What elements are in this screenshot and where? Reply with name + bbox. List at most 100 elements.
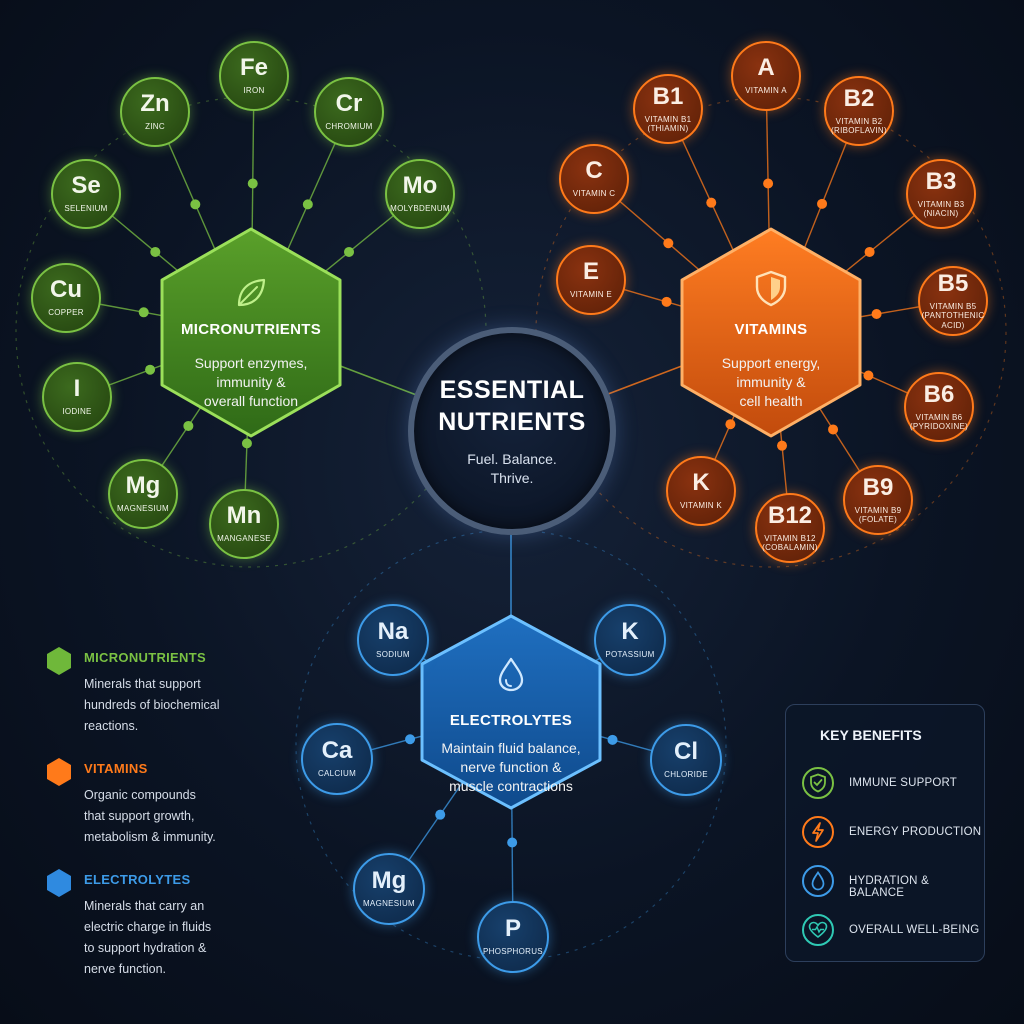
node-symbol: Mg bbox=[371, 867, 407, 895]
node-symbol: Mo bbox=[402, 172, 438, 200]
node-symbol: B1 bbox=[652, 82, 684, 110]
node-name: CALCIUM bbox=[317, 769, 357, 779]
connector-dot bbox=[864, 246, 875, 257]
node-name: IODINE bbox=[62, 407, 92, 417]
connector-dot bbox=[302, 199, 313, 210]
benefit-immune-support: IMMUNE SUPPORT bbox=[802, 767, 982, 803]
benefit-overall-well-being: OVERALL WELL-BEING bbox=[802, 914, 982, 950]
node-name: MAGNESIUM bbox=[362, 899, 416, 909]
node-name: VITAMIN B1(THIAMIN) bbox=[644, 114, 692, 133]
node-symbol: Se bbox=[71, 172, 101, 200]
connector-dot bbox=[183, 420, 194, 431]
node-symbol: Zn bbox=[140, 90, 170, 118]
node-name: CHROMIUM bbox=[325, 122, 373, 132]
connector-dot bbox=[661, 296, 672, 307]
node-symbol: B12 bbox=[767, 501, 813, 529]
vitamins-node-a: A VITAMIN A bbox=[731, 41, 801, 111]
node-name: MANGANESE bbox=[217, 534, 271, 544]
legend-hex-icon bbox=[47, 869, 71, 897]
electrolytes-description: Maintain fluid balance,nerve function &m… bbox=[441, 740, 581, 794]
micronutrients-title: MICRONUTRIENTS bbox=[180, 321, 322, 338]
connector-dot bbox=[706, 197, 717, 208]
orbit-ring bbox=[535, 96, 1007, 568]
node-name: MAGNESIUM bbox=[116, 504, 170, 514]
electrolytes-title: ELECTROLYTES bbox=[449, 712, 573, 729]
node-name: VITAMIN K bbox=[679, 501, 723, 511]
node-symbol: B3 bbox=[925, 167, 957, 195]
node-name: VITAMIN B2(RIBOFLAVIN) bbox=[831, 116, 887, 135]
benefit-hydration-balance: HYDRATION & BALANCE bbox=[802, 865, 982, 901]
connector-dot bbox=[828, 424, 839, 435]
connector-dot bbox=[150, 246, 161, 257]
node-symbol: K bbox=[621, 618, 639, 646]
legend-hex-icon bbox=[47, 758, 71, 786]
node-symbol: A bbox=[757, 54, 775, 82]
orbit-ring bbox=[295, 529, 727, 961]
node-symbol: Mg bbox=[125, 472, 161, 500]
node-symbol: K bbox=[692, 469, 710, 497]
node-name: VITAMIN A bbox=[745, 86, 787, 96]
benefit-label: IMMUNE SUPPORT bbox=[849, 777, 958, 789]
node-name: VITAMIN B12(COBALAMIN) bbox=[762, 533, 818, 552]
node-name: VITAMIN B3(NIACIN) bbox=[917, 199, 965, 218]
connector-dot bbox=[241, 438, 252, 449]
center-title: ESSENTIAL NUTRIENTS bbox=[438, 376, 586, 436]
benefit-label: HYDRATION & BALANCE bbox=[849, 875, 929, 899]
node-name: SELENIUM bbox=[64, 204, 108, 214]
node-symbol: Ca bbox=[321, 737, 353, 765]
connector-dot bbox=[607, 734, 618, 745]
connector-dot bbox=[435, 809, 446, 820]
connector-dot bbox=[863, 370, 874, 381]
heart-pulse-icon bbox=[802, 914, 834, 946]
node-name: IRON bbox=[243, 86, 265, 96]
connector-dot bbox=[725, 419, 736, 430]
leaf-icon bbox=[233, 275, 269, 311]
node-name: SODIUM bbox=[376, 650, 410, 660]
connector-dot bbox=[138, 307, 149, 318]
node-symbol: C bbox=[585, 157, 603, 185]
node-symbol: I bbox=[73, 375, 81, 403]
connector-dot bbox=[145, 364, 156, 375]
node-symbol: Na bbox=[377, 618, 409, 646]
micronutrients-description: Support enzymes,immunity &overall functi… bbox=[194, 355, 308, 409]
node-name: MOLYBDENUM bbox=[390, 204, 450, 214]
vitamins-title: VITAMINS bbox=[734, 321, 808, 338]
node-name: ZINC bbox=[145, 122, 165, 132]
node-name: VITAMIN B9(FOLATE) bbox=[854, 505, 902, 524]
benefit-label: OVERALL WELL-BEING bbox=[849, 924, 980, 936]
key-benefits-title: KEY BENEFITS bbox=[820, 727, 922, 743]
node-name: VITAMIN E bbox=[569, 290, 613, 300]
vitamins-description: Support energy,immunity &cell health bbox=[721, 355, 821, 409]
node-symbol: E bbox=[582, 258, 599, 286]
node-symbol: Cr bbox=[335, 90, 363, 118]
node-symbol: Cu bbox=[50, 276, 82, 304]
vitamins-node-e: E VITAMIN E bbox=[556, 245, 626, 315]
connector-dot bbox=[763, 178, 774, 189]
center-tagline: Fuel. Balance. Thrive. bbox=[467, 451, 557, 486]
node-name: COPPER bbox=[48, 308, 84, 318]
connector-dot bbox=[190, 199, 201, 210]
benefit-label: ENERGY PRODUCTION bbox=[849, 826, 982, 838]
electrolytes-hub: ELECTROLYTES Maintain fluid balance,nerv… bbox=[417, 612, 605, 812]
node-name: CHLORIDE bbox=[664, 770, 708, 780]
benefit-energy-production: ENERGY PRODUCTION bbox=[802, 816, 982, 852]
water-drop-icon bbox=[802, 865, 834, 897]
legend-title: MICRONUTRIENTS bbox=[84, 650, 206, 665]
connector-dot bbox=[817, 198, 828, 209]
